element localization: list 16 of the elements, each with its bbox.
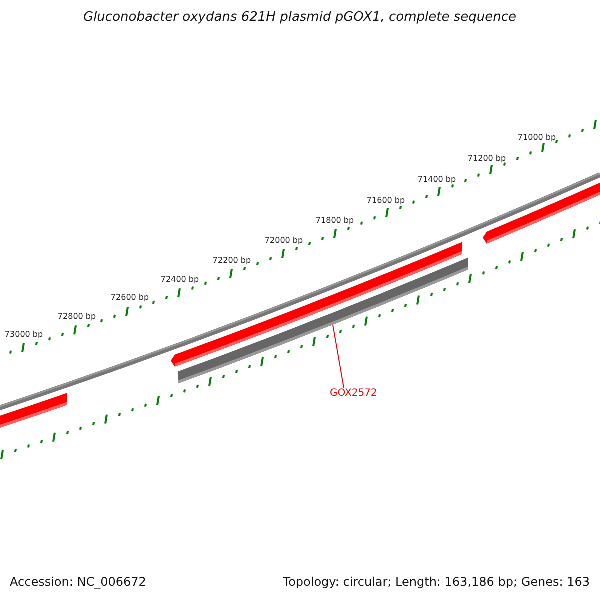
scale-label: 71200 bp [468,154,506,163]
title: Gluconobacter oxydans 621H plasmid pGOX1, complete sequence [82,10,518,25]
scale-label: 71000 bp [518,132,556,142]
scale-label: 72800 bp [58,312,96,321]
leader-line [332,324,344,388]
scale-label: 72400 bp [160,275,200,284]
scale-label: 72600 bp [110,293,150,302]
scale-label: 71600 bp [366,196,406,205]
footer-text: Accession: NC_006672 [10,575,146,589]
scale-label: 72200 bp [212,256,252,265]
gene-label: GOX2572 [330,388,378,399]
scale-label: 71400 bp [418,174,456,184]
footer-text: Topology: circular; Length: 163,186 bp; Genes: 163 [283,575,590,589]
scale-label: 73000 bp [4,330,44,339]
scale-label: 71800 bp [316,216,354,226]
scale-label: 72000 bp [264,236,304,245]
